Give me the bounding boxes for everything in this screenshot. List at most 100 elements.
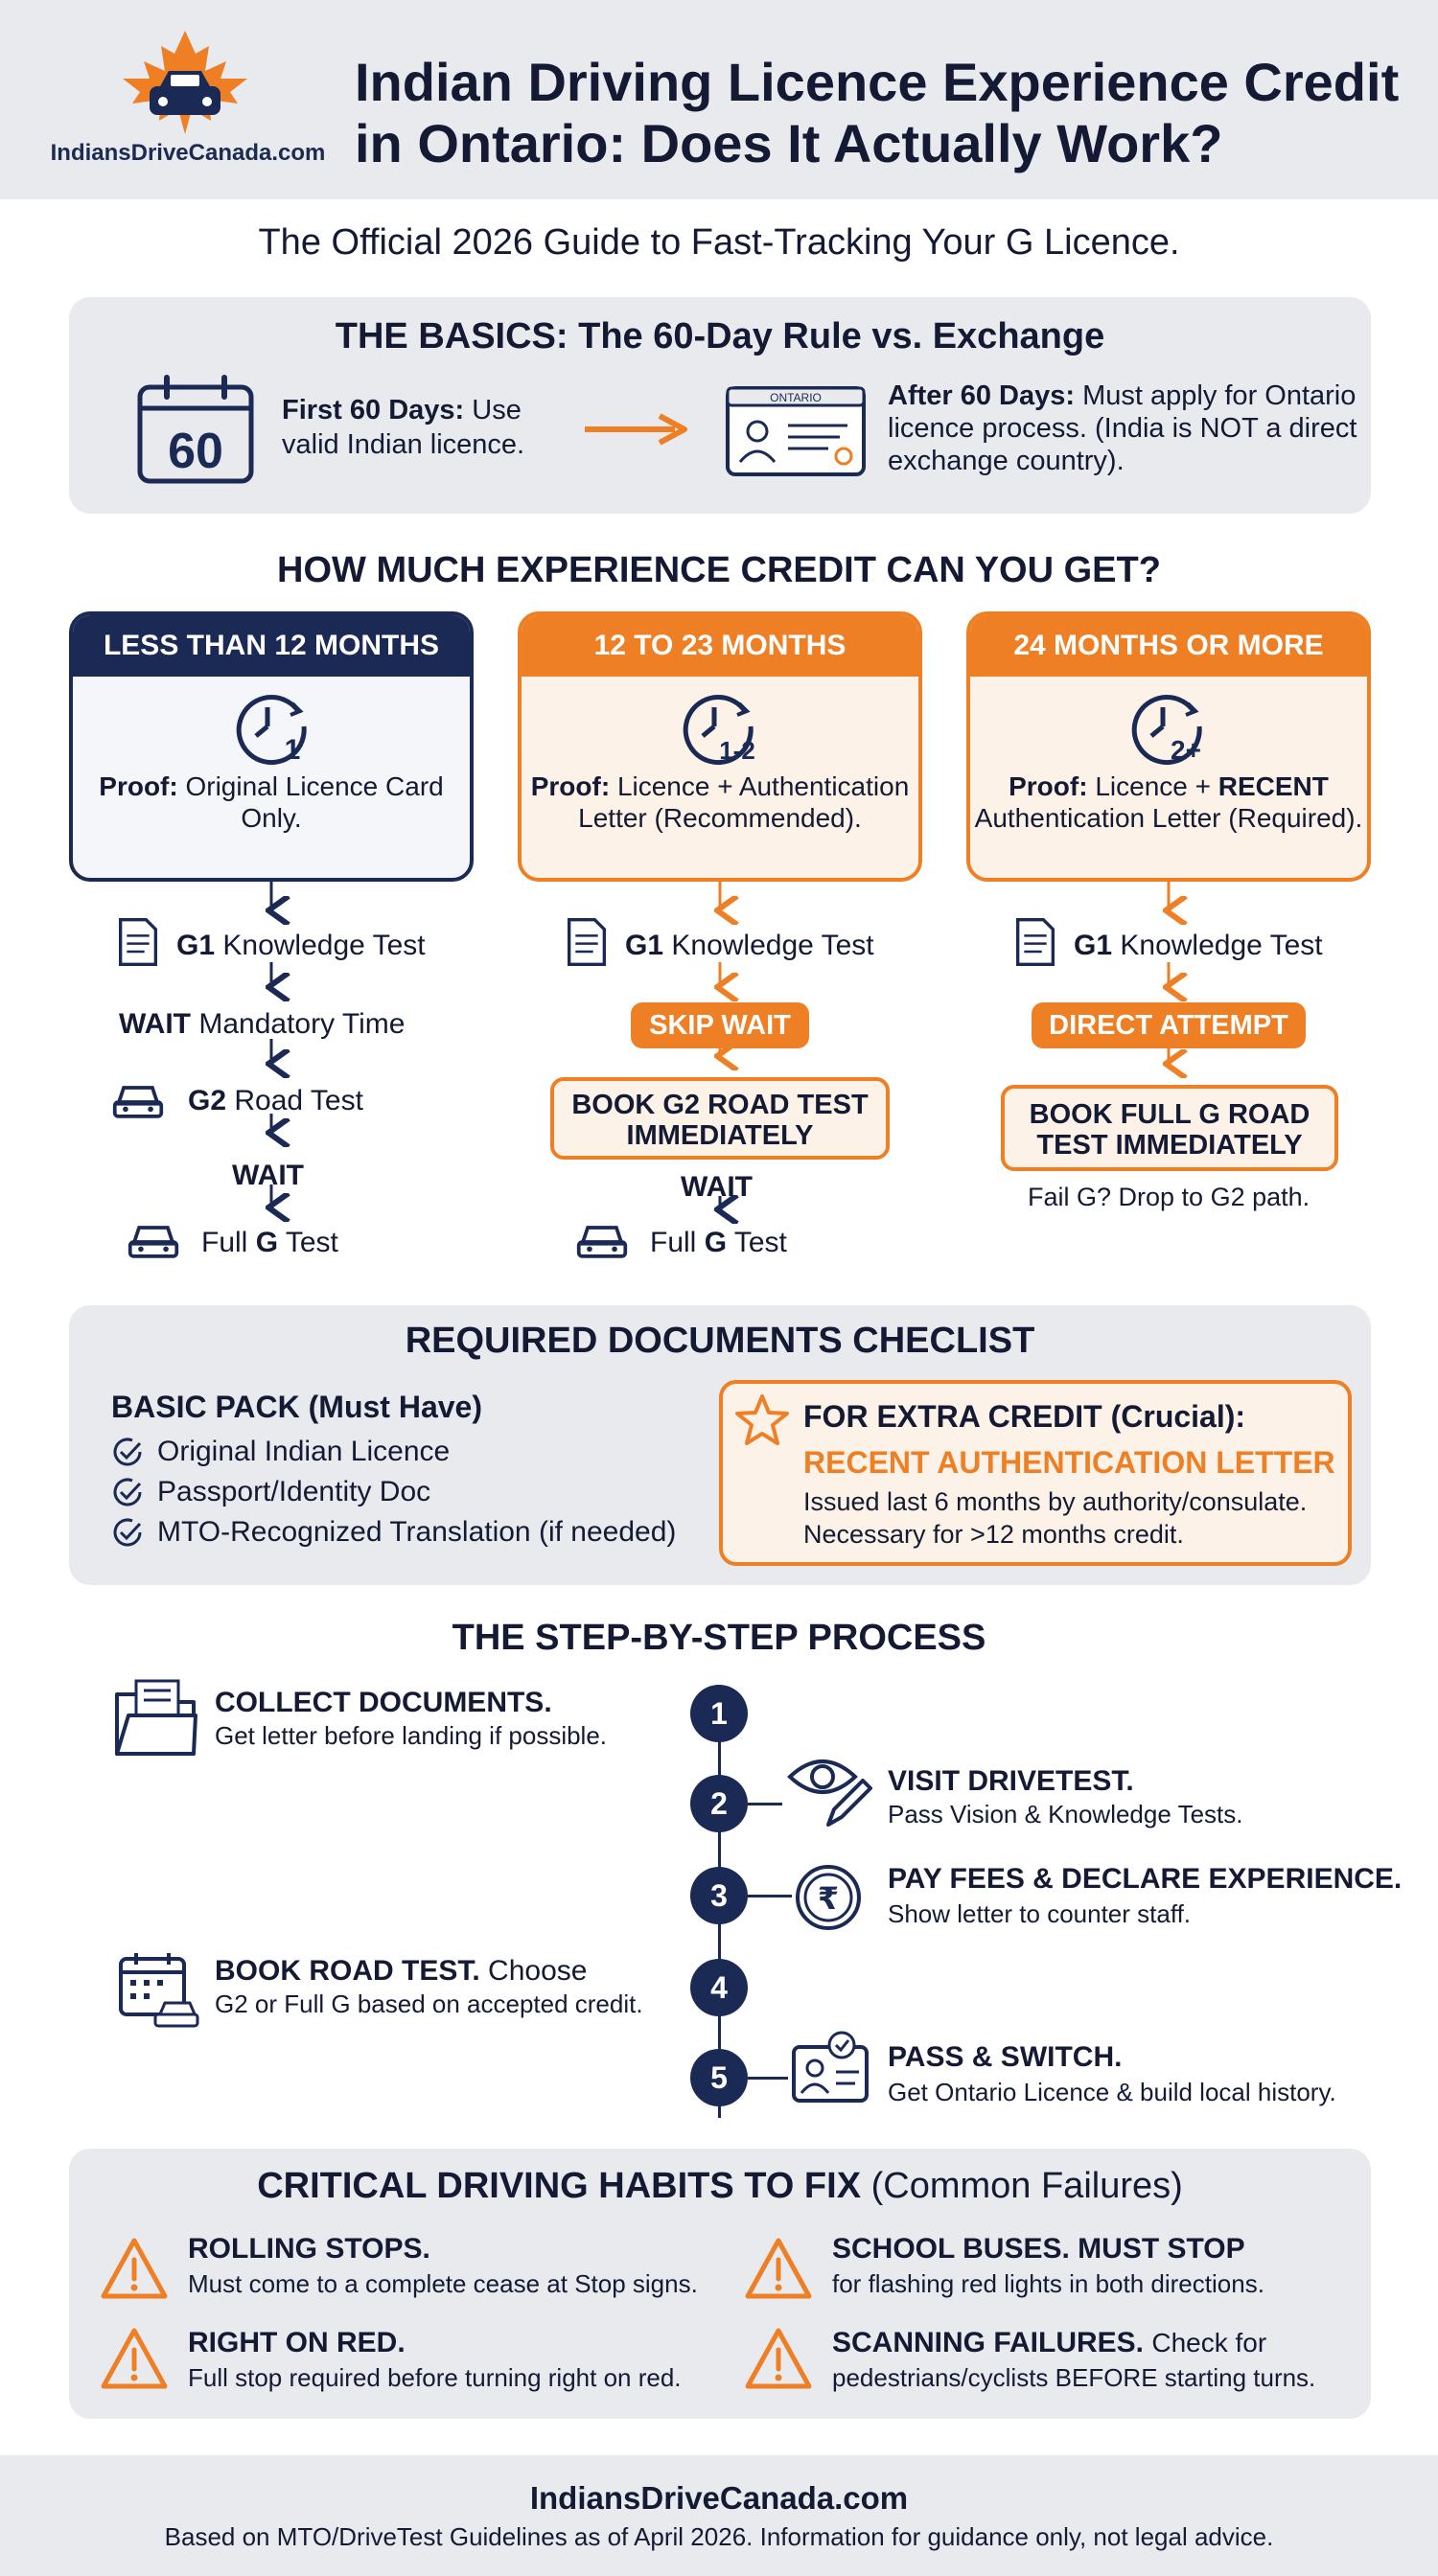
logo-text: IndiansDriveCanada.com [50,140,326,166]
step-1-number: 1 [690,1685,748,1742]
basic-pack-list: Original Indian Licence Passport/Identit… [111,1436,676,1549]
header-bar [0,0,1438,199]
step-2-desc: Pass Vision & Knowledge Tests. [888,1800,1243,1828]
step-4-desc: G2 or Full G based on accepted credit. [215,1990,643,2018]
habit-4-title: SCANNING FAILURES. Check for [832,2327,1267,2358]
col2-wait-step: WAIT [681,1171,753,1203]
proof-text: Proof: Original Licence Card Only. [99,771,444,833]
svg-text:2+: 2+ [1171,735,1201,765]
step-5-title: PASS & SWITCH. [888,2041,1123,2073]
col1-g2-step: G2 Road Test [188,1085,363,1116]
step-3-title: PAY FEES & DECLARE EXPERIENCE. [888,1863,1403,1895]
basics-panel [69,297,1371,514]
step-4-number: 4 [690,1959,748,2016]
credit-column-less-than-12: LESS THAN 12 MONTHS 1 Proof: Original Li… [69,611,474,882]
column-header: LESS THAN 12 MONTHS [73,615,470,677]
footer-note: Based on MTO/DriveTest Guidelines as of … [164,2522,1274,2551]
step-5-connector [748,2077,788,2080]
check-circle-icon [113,1438,142,1466]
calendar-car-icon [119,1953,199,2028]
proof-text: Proof: Licence + RECENT Authentication L… [974,771,1363,833]
clock-icon: 1 [236,695,307,766]
page-subtitle: The Official 2026 Guide to Fast-Tracking… [258,222,1180,263]
step-3-desc: Show letter to counter staff. [888,1899,1192,1928]
check-circle-icon [113,1518,142,1547]
habit-3-title: RIGHT ON RED. [188,2327,406,2358]
rupee-coin-icon: ₹ [796,1865,861,1930]
eye-pencil-icon [787,1760,872,1827]
step-2-title: VISIT DRIVETEST. [888,1765,1134,1797]
skip-wait-badge: SKIP WAIT [631,1002,809,1048]
first-60-days-text: First 60 Days: Use valid Indian licence. [282,395,525,460]
extra-credit-title: FOR EXTRA CREDIT (Crucial): [803,1399,1246,1434]
step-3-connector [748,1895,792,1898]
clock-icon: 1-2 [683,695,755,766]
page-title: Indian Driving Licence Experience Credit… [355,52,1400,173]
documents-heading: REQUIRED DOCUMENTS CHECLIST [405,1321,1035,1361]
arrow-right-icon [585,413,687,446]
document-icon [568,918,606,966]
credit-column-24-or-more: 24 MONTHS OR MORE 2+ Proof: Licence + RE… [966,611,1371,882]
svg-text:1-2: 1-2 [719,736,755,765]
extra-credit-box [719,1380,1352,1566]
folder-icon [115,1679,197,1756]
footer-site: IndiansDriveCanada.com [529,2480,909,2516]
credit-heading: HOW MUCH EXPERIENCE CREDIT CAN YOU GET? [277,550,1161,590]
car-icon [576,1226,628,1258]
document-icon [1016,918,1055,966]
col3-g1-step: G1 Knowledge Test [1074,930,1323,961]
process-heading: THE STEP-BY-STEP PROCESS [452,1618,986,1658]
extra-credit-description: Issued last 6 months by authority/consul… [803,1487,1308,1549]
step-2-number: 2 [690,1775,748,1832]
after-60-days-text: After 60 Days: Must apply for Ontario li… [888,380,1357,476]
col2-g1-step: G1 Knowledge Test [625,930,874,961]
calendar-number: 60 [168,424,223,479]
fail-g-note: Fail G? Drop to G2 path. [1028,1183,1310,1211]
step-2-connector [748,1803,782,1806]
habit-4-desc: pedestrians/cyclists BEFORE starting tur… [832,2363,1316,2392]
check-circle-icon [113,1478,142,1506]
footer-bar [0,2455,1438,2576]
basics-heading: THE BASICS: The 60-Day Rule vs. Exchange [335,316,1105,356]
credit-column-12-to-23: 12 TO 23 MONTHS 1-2 Proof: Licence + Aut… [518,611,922,882]
clock-icon: 2+ [1131,695,1202,766]
warning-triangle-icon [745,2328,812,2389]
book-full-g-box: BOOK FULL G ROAD TEST IMMEDIATELY [1001,1085,1338,1171]
col1-full-g-step: Full G Test [201,1227,338,1258]
list-item: Original Indian Licence [111,1436,676,1468]
licence-card-icon: ONTARIO [726,386,866,476]
warning-triangle-icon [101,2238,168,2299]
card-label: ONTARIO [770,391,822,404]
svg-text:₹: ₹ [818,1880,839,1917]
habit-2-desc: for flashing red lights in both directio… [832,2269,1264,2298]
document-icon [119,918,157,966]
warning-triangle-icon [101,2328,168,2389]
extra-credit-subtitle: RECENT AUTHENTICATION LETTER [803,1445,1335,1480]
book-g2-box: BOOK G2 ROAD TEST IMMEDIATELY [550,1077,890,1160]
step-5-number: 5 [690,2049,748,2106]
col1-wait2-step: WAIT [232,1160,304,1191]
car-icon [128,1226,179,1258]
column-header: 12 TO 23 MONTHS [522,615,918,677]
habit-1-desc: Must come to a complete cease at Stop si… [188,2269,698,2298]
step-5-desc: Get Ontario Licence & build local histor… [888,2078,1336,2106]
list-item: MTO-Recognized Translation (if needed) [111,1516,676,1549]
star-icon [735,1394,789,1445]
maple-leaf-car-logo [123,31,247,134]
car-icon [112,1086,164,1118]
direct-attempt-badge: DIRECT ATTEMPT [1032,1002,1306,1048]
habit-3-desc: Full stop required before turning right … [188,2363,682,2392]
col1-wait-step: WAIT Mandatory Time [119,1008,406,1040]
habit-1-title: ROLLING STOPS. [188,2233,430,2265]
col2-full-g-step: Full G Test [650,1227,787,1258]
step-3-number: 3 [690,1867,748,1924]
list-item: Passport/Identity Doc [111,1476,676,1508]
column-header: 24 MONTHS OR MORE [970,615,1367,677]
col1-g1-step: G1 Knowledge Test [176,930,426,961]
habits-panel [69,2149,1371,2419]
proof-text: Proof: Licence + Authentication Letter (… [530,771,910,833]
svg-text:1: 1 [285,734,301,766]
step-4-title: BOOK ROAD TEST. Choose [215,1955,588,1987]
warning-triangle-icon [745,2238,812,2299]
calendar-icon: 60 [137,375,254,484]
